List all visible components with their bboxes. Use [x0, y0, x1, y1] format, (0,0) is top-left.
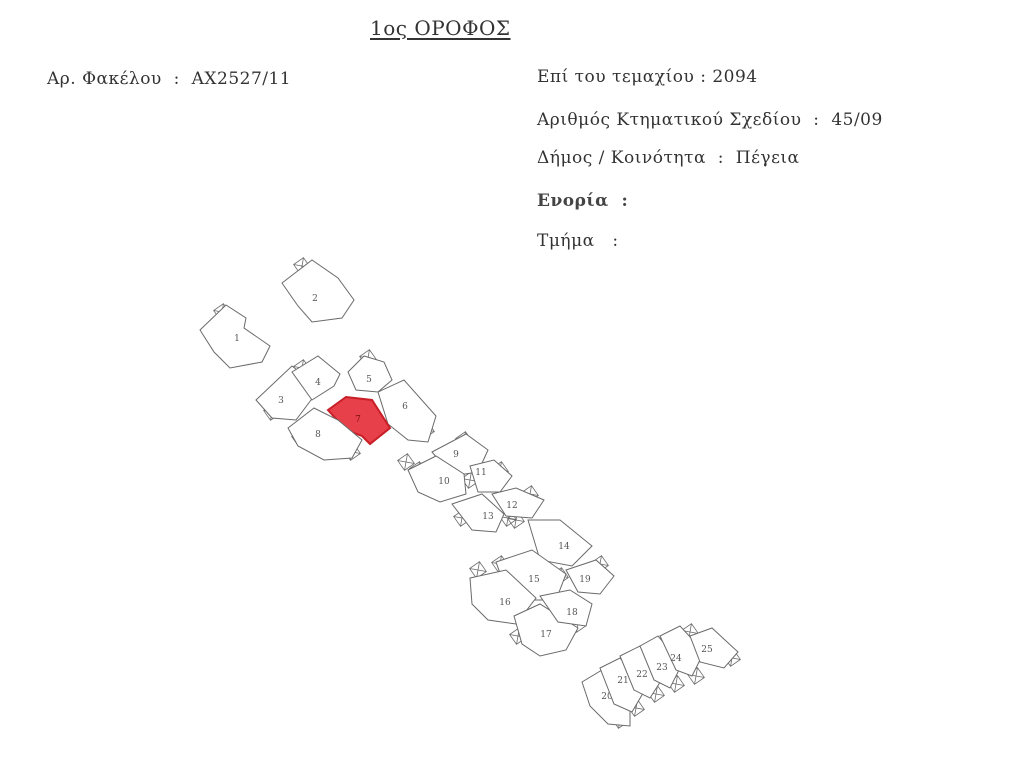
unit-label: 4	[315, 378, 321, 388]
parish-label: Ενορία	[537, 191, 609, 211]
unit-label: 13	[482, 512, 494, 522]
unit-23[interactable]	[639, 635, 683, 689]
unit-1[interactable]	[199, 304, 271, 369]
unit-label: 25	[701, 645, 713, 655]
unit-2[interactable]	[281, 259, 355, 323]
unit-label: 21	[617, 676, 628, 686]
cadastral-sheet-label: Αριθμός Κτηματικού Σχεδίου	[537, 110, 802, 130]
unit-label: 15	[528, 575, 540, 585]
cadastral-sheet-value: 45/09	[831, 110, 883, 130]
unit-18[interactable]	[539, 589, 593, 627]
unit-24[interactable]	[659, 625, 705, 677]
unit-21[interactable]	[599, 657, 647, 713]
unit-label: 7	[355, 415, 361, 425]
unit-label: 18	[566, 608, 578, 618]
unit-5[interactable]	[347, 355, 393, 393]
unit-label: 24	[670, 654, 682, 664]
unit-11[interactable]	[469, 459, 513, 493]
unit-label: 17	[540, 630, 552, 640]
plot-label: Επί του τεμαχίου	[537, 67, 695, 87]
cadastral-sheet-row: Αριθμός Κτηματικού Σχεδίου : 45/09	[537, 110, 883, 130]
unit-17[interactable]	[513, 603, 579, 657]
unit-label: 2	[312, 294, 318, 304]
unit-label: 11	[475, 468, 486, 478]
municipality-value: Πέγεια	[735, 148, 800, 168]
unit-25[interactable]	[689, 627, 739, 669]
unit-label: 5	[366, 375, 372, 385]
plot-row: Επί του τεμαχίου : 2094	[537, 67, 758, 87]
unit-label: 12	[506, 501, 517, 511]
unit-19[interactable]	[565, 559, 615, 595]
unit-8[interactable]	[287, 407, 363, 461]
unit-label: 9	[453, 450, 459, 460]
unit-label: 20	[601, 692, 613, 702]
unit-label: 3	[278, 396, 284, 406]
file-number-label: Αρ. Φακέλου	[47, 69, 162, 89]
unit-22[interactable]	[619, 645, 665, 699]
parish-row: Ενορία :	[537, 191, 635, 211]
file-number-row: Αρ. Φακέλου : ΑΧ2527/11	[47, 69, 292, 89]
stair-core-icon	[397, 453, 415, 471]
unit-label: 14	[558, 542, 570, 552]
file-number-value: ΑΧ2527/11	[191, 69, 292, 89]
unit-label: 1	[234, 334, 240, 344]
unit-label: 10	[438, 477, 450, 487]
unit-label: 16	[499, 598, 511, 608]
unit-label: 6	[402, 402, 408, 412]
unit-14[interactable]	[527, 519, 593, 567]
unit-13[interactable]	[451, 493, 505, 533]
unit-10[interactable]	[407, 455, 467, 503]
municipality-row: Δήμος / Κοινότητα : Πέγεια	[537, 148, 800, 168]
unit-12[interactable]	[491, 487, 545, 519]
stair-core-icon	[469, 561, 487, 579]
unit-label: 23	[656, 663, 668, 673]
municipality-label: Δήμος / Κοινότητα	[537, 148, 706, 168]
section-row: Τμήμα :	[537, 231, 625, 251]
unit-label: 22	[636, 670, 647, 680]
unit-4[interactable]	[291, 355, 341, 401]
unit-label: 8	[315, 430, 321, 440]
unit-label: 19	[579, 575, 591, 585]
plot-value: 2094	[712, 67, 758, 87]
floor-title: 1ος ΟΡΟΦΟΣ	[370, 16, 511, 40]
section-label: Τμήμα	[537, 231, 595, 251]
